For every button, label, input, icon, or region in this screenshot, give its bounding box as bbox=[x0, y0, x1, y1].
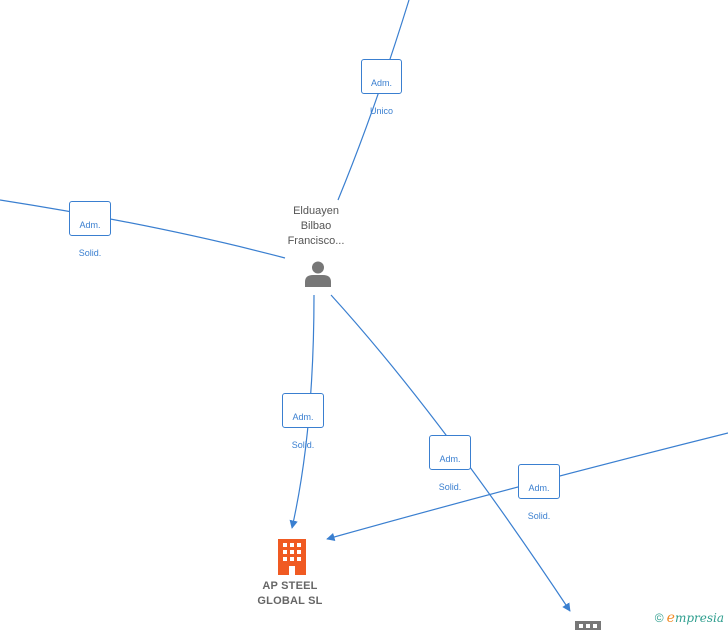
building-icon-secondary[interactable] bbox=[575, 621, 601, 630]
edge-label-line1: Adm. bbox=[370, 78, 392, 88]
copyright-icon: © bbox=[654, 611, 664, 625]
building-icon[interactable] bbox=[278, 539, 306, 575]
edge-label-line2: Solid. bbox=[527, 511, 551, 521]
edge-line-person-to-secondary bbox=[330, 294, 571, 612]
person-icon[interactable] bbox=[304, 259, 332, 287]
edge-line-left bbox=[0, 199, 286, 259]
brand-logo: empresia bbox=[666, 610, 724, 626]
edge-label-line1: Adm. bbox=[79, 220, 101, 230]
edge-label-adm-unico[interactable]: Adm. Unico bbox=[361, 59, 402, 116]
company-name-label[interactable]: AP STEEL GLOBAL SL bbox=[230, 579, 350, 609]
footer-brand: © empresia bbox=[655, 610, 724, 626]
edge-line-top bbox=[337, 0, 410, 201]
person-name-line1: Elduayen bbox=[293, 205, 339, 217]
edge-label-line2: Solid. bbox=[438, 482, 462, 492]
edge-label-line1: Adm. bbox=[439, 454, 461, 464]
edge-label-line2: Unico bbox=[369, 106, 393, 116]
edge-label-adm-solid-secondary[interactable]: Adm. Solid. bbox=[429, 435, 471, 492]
edge-label-line2: Solid. bbox=[78, 248, 102, 258]
person-name-line2: Bilbao bbox=[300, 220, 332, 232]
edge-label-line1: Adm. bbox=[528, 483, 550, 493]
edge-label-adm-solid-left[interactable]: Adm. Solid. bbox=[69, 201, 111, 258]
person-name-label[interactable]: Elduayen Bilbao Francisco... bbox=[266, 204, 366, 249]
edge-label-adm-solid-company[interactable]: Adm. Solid. bbox=[282, 393, 324, 450]
company-name-line2: GLOBAL SL bbox=[257, 595, 323, 607]
company-name-line1: AP STEEL bbox=[262, 580, 318, 592]
edge-label-adm-solid-right[interactable]: Adm. Solid. bbox=[518, 464, 560, 521]
edge-label-line2: Solid. bbox=[291, 440, 315, 450]
person-name-line3: Francisco... bbox=[287, 235, 345, 247]
edge-label-line1: Adm. bbox=[292, 412, 314, 422]
